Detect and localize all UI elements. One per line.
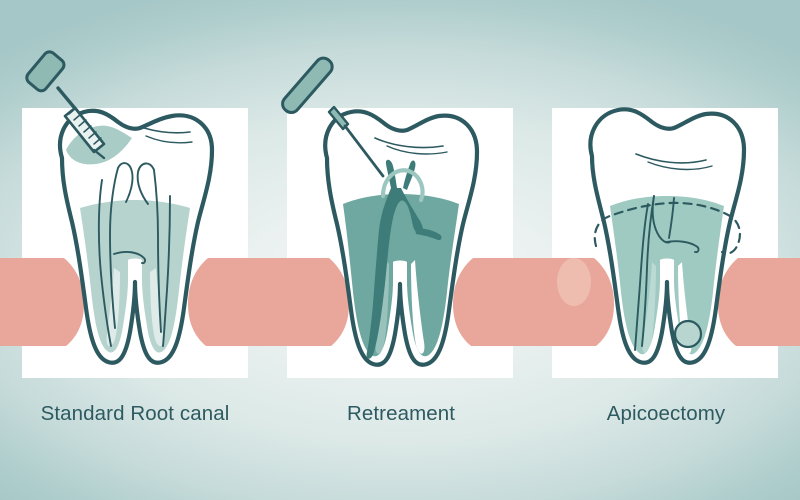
caption-apicoectomy: Apicoectomy bbox=[606, 402, 726, 425]
gum-tissue-right bbox=[453, 258, 535, 346]
panel-standard-root-canal bbox=[0, 50, 270, 378]
canal-line-right-inner bbox=[153, 169, 162, 333]
resected-root-apex-circle bbox=[673, 319, 703, 349]
dental-file-instrument bbox=[25, 50, 106, 160]
gum-tissue-right bbox=[718, 258, 800, 346]
panel-retreament bbox=[265, 56, 535, 378]
canal-line-main-left bbox=[634, 203, 649, 351]
root-canal-left-hollow bbox=[375, 260, 389, 354]
filled-canal-material bbox=[366, 188, 424, 359]
canal-line-right-outer bbox=[162, 195, 171, 347]
crown-fissure-line-1 bbox=[143, 127, 191, 134]
dental-probe-instrument bbox=[281, 56, 385, 178]
crown-fissure-line-1 bbox=[635, 153, 707, 164]
panel-apicoectomy bbox=[530, 107, 800, 378]
crown-fissure-line-2 bbox=[145, 135, 193, 144]
filled-canal-branch-upper-right bbox=[403, 160, 416, 190]
probe-neck bbox=[327, 105, 350, 131]
caption-row: Standard Root canal Retreament Apicoecto… bbox=[0, 400, 800, 440]
file-handle bbox=[25, 50, 66, 93]
filled-canal-lateral-extension bbox=[415, 228, 442, 241]
gum-tissue-right bbox=[188, 258, 270, 346]
canal-line-right-hook bbox=[136, 162, 155, 205]
caption-standard-root-canal: Standard Root canal bbox=[40, 402, 230, 425]
gum-tissue-left bbox=[0, 258, 84, 346]
crown-fissure-line-1 bbox=[374, 137, 444, 149]
root-canal-right-hollow bbox=[411, 260, 425, 354]
canal-line-left-inner bbox=[109, 167, 119, 329]
access-opening-arc bbox=[380, 168, 425, 203]
canal-line-fork-right bbox=[668, 197, 675, 239]
dentin-pulp-mass bbox=[80, 200, 190, 353]
file-spiral-flutes bbox=[68, 107, 102, 145]
dashed-incision-line bbox=[593, 201, 741, 255]
canal-line-left-outer bbox=[97, 179, 112, 347]
crown-fissure-line-2 bbox=[647, 161, 713, 171]
crown-fissure-line-2 bbox=[386, 145, 448, 155]
canal-isthmus-connector bbox=[113, 250, 146, 265]
canal-line-inner-left bbox=[641, 195, 655, 347]
root-canal-left-hollow bbox=[642, 262, 656, 354]
probe-handle bbox=[281, 56, 334, 115]
gum-tissue-left bbox=[265, 258, 349, 346]
canal-line-left-hook bbox=[117, 162, 134, 203]
caption-retreament: Retreament bbox=[346, 402, 456, 425]
file-tip bbox=[92, 148, 106, 160]
probe-needle-tip bbox=[343, 124, 385, 178]
gum-lesion-bump bbox=[557, 258, 591, 306]
canal-lateral-branch bbox=[665, 240, 700, 254]
